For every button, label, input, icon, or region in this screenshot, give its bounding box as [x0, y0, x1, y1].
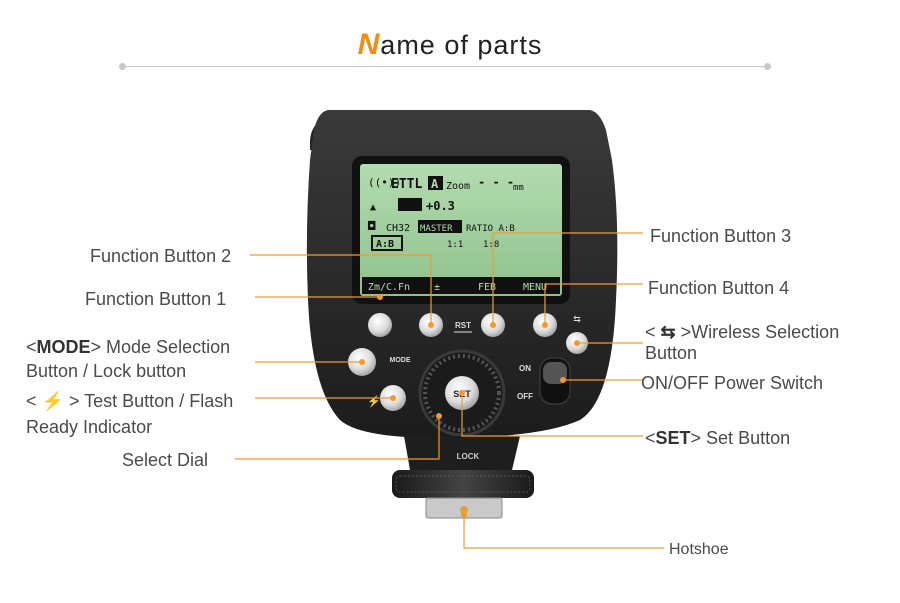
flash-icon: ⚡ — [41, 391, 64, 411]
flash-bolt-icon: ⚡ — [367, 395, 381, 408]
off-label: OFF — [517, 392, 533, 401]
select-dial-grip — [423, 354, 501, 432]
title-initial: N — [357, 28, 381, 61]
label-function-button-3: Function Button 3 — [650, 226, 792, 246]
softkey-2: ± — [434, 282, 440, 293]
divider-dot-left — [119, 63, 126, 70]
label-wireless-line1: < ⇆ >Wireless Selection — [645, 322, 840, 342]
leader-lines — [235, 232, 664, 549]
set-key-text: SET — [655, 428, 691, 448]
lcd-master: MASTER — [420, 224, 453, 234]
lcd-ratio-1: 1:1 — [447, 240, 463, 250]
lcd-comp-icon — [398, 198, 422, 211]
lcd-zoom-unit: mm — [513, 183, 524, 193]
on-label: ON — [519, 364, 531, 373]
lcd-arrow-icon: ▲ — [370, 202, 376, 213]
title-divider — [123, 66, 768, 67]
softkey-3: FEB — [478, 282, 496, 293]
wireless-selection-icon: ⇆ — [660, 322, 676, 342]
hotshoe-pin — [460, 506, 468, 514]
wireless-icon: ⇆ — [573, 314, 581, 324]
lcd-group: A:B — [376, 239, 394, 250]
lcd-wireless-icon: ((•)) — [368, 176, 401, 189]
lcd-zoom-badge-bg — [428, 176, 443, 190]
lock-label: LOCK — [457, 452, 480, 461]
page-title: Name of parts — [0, 28, 900, 62]
title-text: ame of parts — [380, 30, 543, 60]
label-function-button-2: Function Button 2 — [90, 246, 232, 266]
mode-label: MODE — [390, 357, 411, 364]
lock-ring — [392, 470, 534, 498]
softkey-1: Zm/C.Fn — [368, 282, 410, 293]
softkey-4: MENU — [523, 282, 547, 293]
lcd-comp: +0.3 — [426, 199, 455, 213]
lcd-ratio-2: 1:8 — [483, 240, 499, 250]
device-foot — [404, 436, 520, 470]
label-select-dial: Select Dial — [122, 450, 209, 470]
lcd-zoom-value: - - - — [478, 175, 514, 189]
lcd-channel: CH32 — [386, 223, 410, 234]
lcd-ratio: RATIO A:B — [466, 224, 515, 234]
lcd-camera-icon: ◘ — [367, 219, 376, 233]
lcd-group-box — [371, 235, 403, 251]
label-set-button: <SET> Set Button — [645, 428, 791, 448]
label-mode-line1: <MODE> Mode Selection — [26, 337, 231, 357]
divider-dot-right — [764, 63, 771, 70]
label-power-switch: ON/OFF Power Switch — [641, 373, 824, 393]
function-button-1 — [368, 313, 392, 337]
rst-label: RST — [455, 321, 471, 330]
label-test-line2: Ready Indicator — [26, 417, 153, 437]
lcd-zoom-badge: A — [431, 177, 439, 191]
label-function-button-4: Function Button 4 — [648, 278, 790, 298]
lcd-mode: ETTL — [391, 177, 422, 192]
leader-endpoints — [359, 294, 580, 518]
label-wireless-line2: Button — [645, 343, 698, 363]
lcd-zoom: Zoom — [446, 181, 470, 192]
label-mode-line2: Button / Lock button — [26, 361, 187, 381]
mode-key-text: MODE — [36, 337, 91, 357]
label-function-button-1: Function Button 1 — [85, 289, 227, 309]
label-hotshoe: Hotshoe — [669, 541, 729, 558]
lcd-softkey-bar — [362, 277, 560, 294]
label-test-line1: < ⚡ > Test Button / Flash — [26, 391, 234, 411]
lcd-master-bg — [418, 220, 462, 233]
